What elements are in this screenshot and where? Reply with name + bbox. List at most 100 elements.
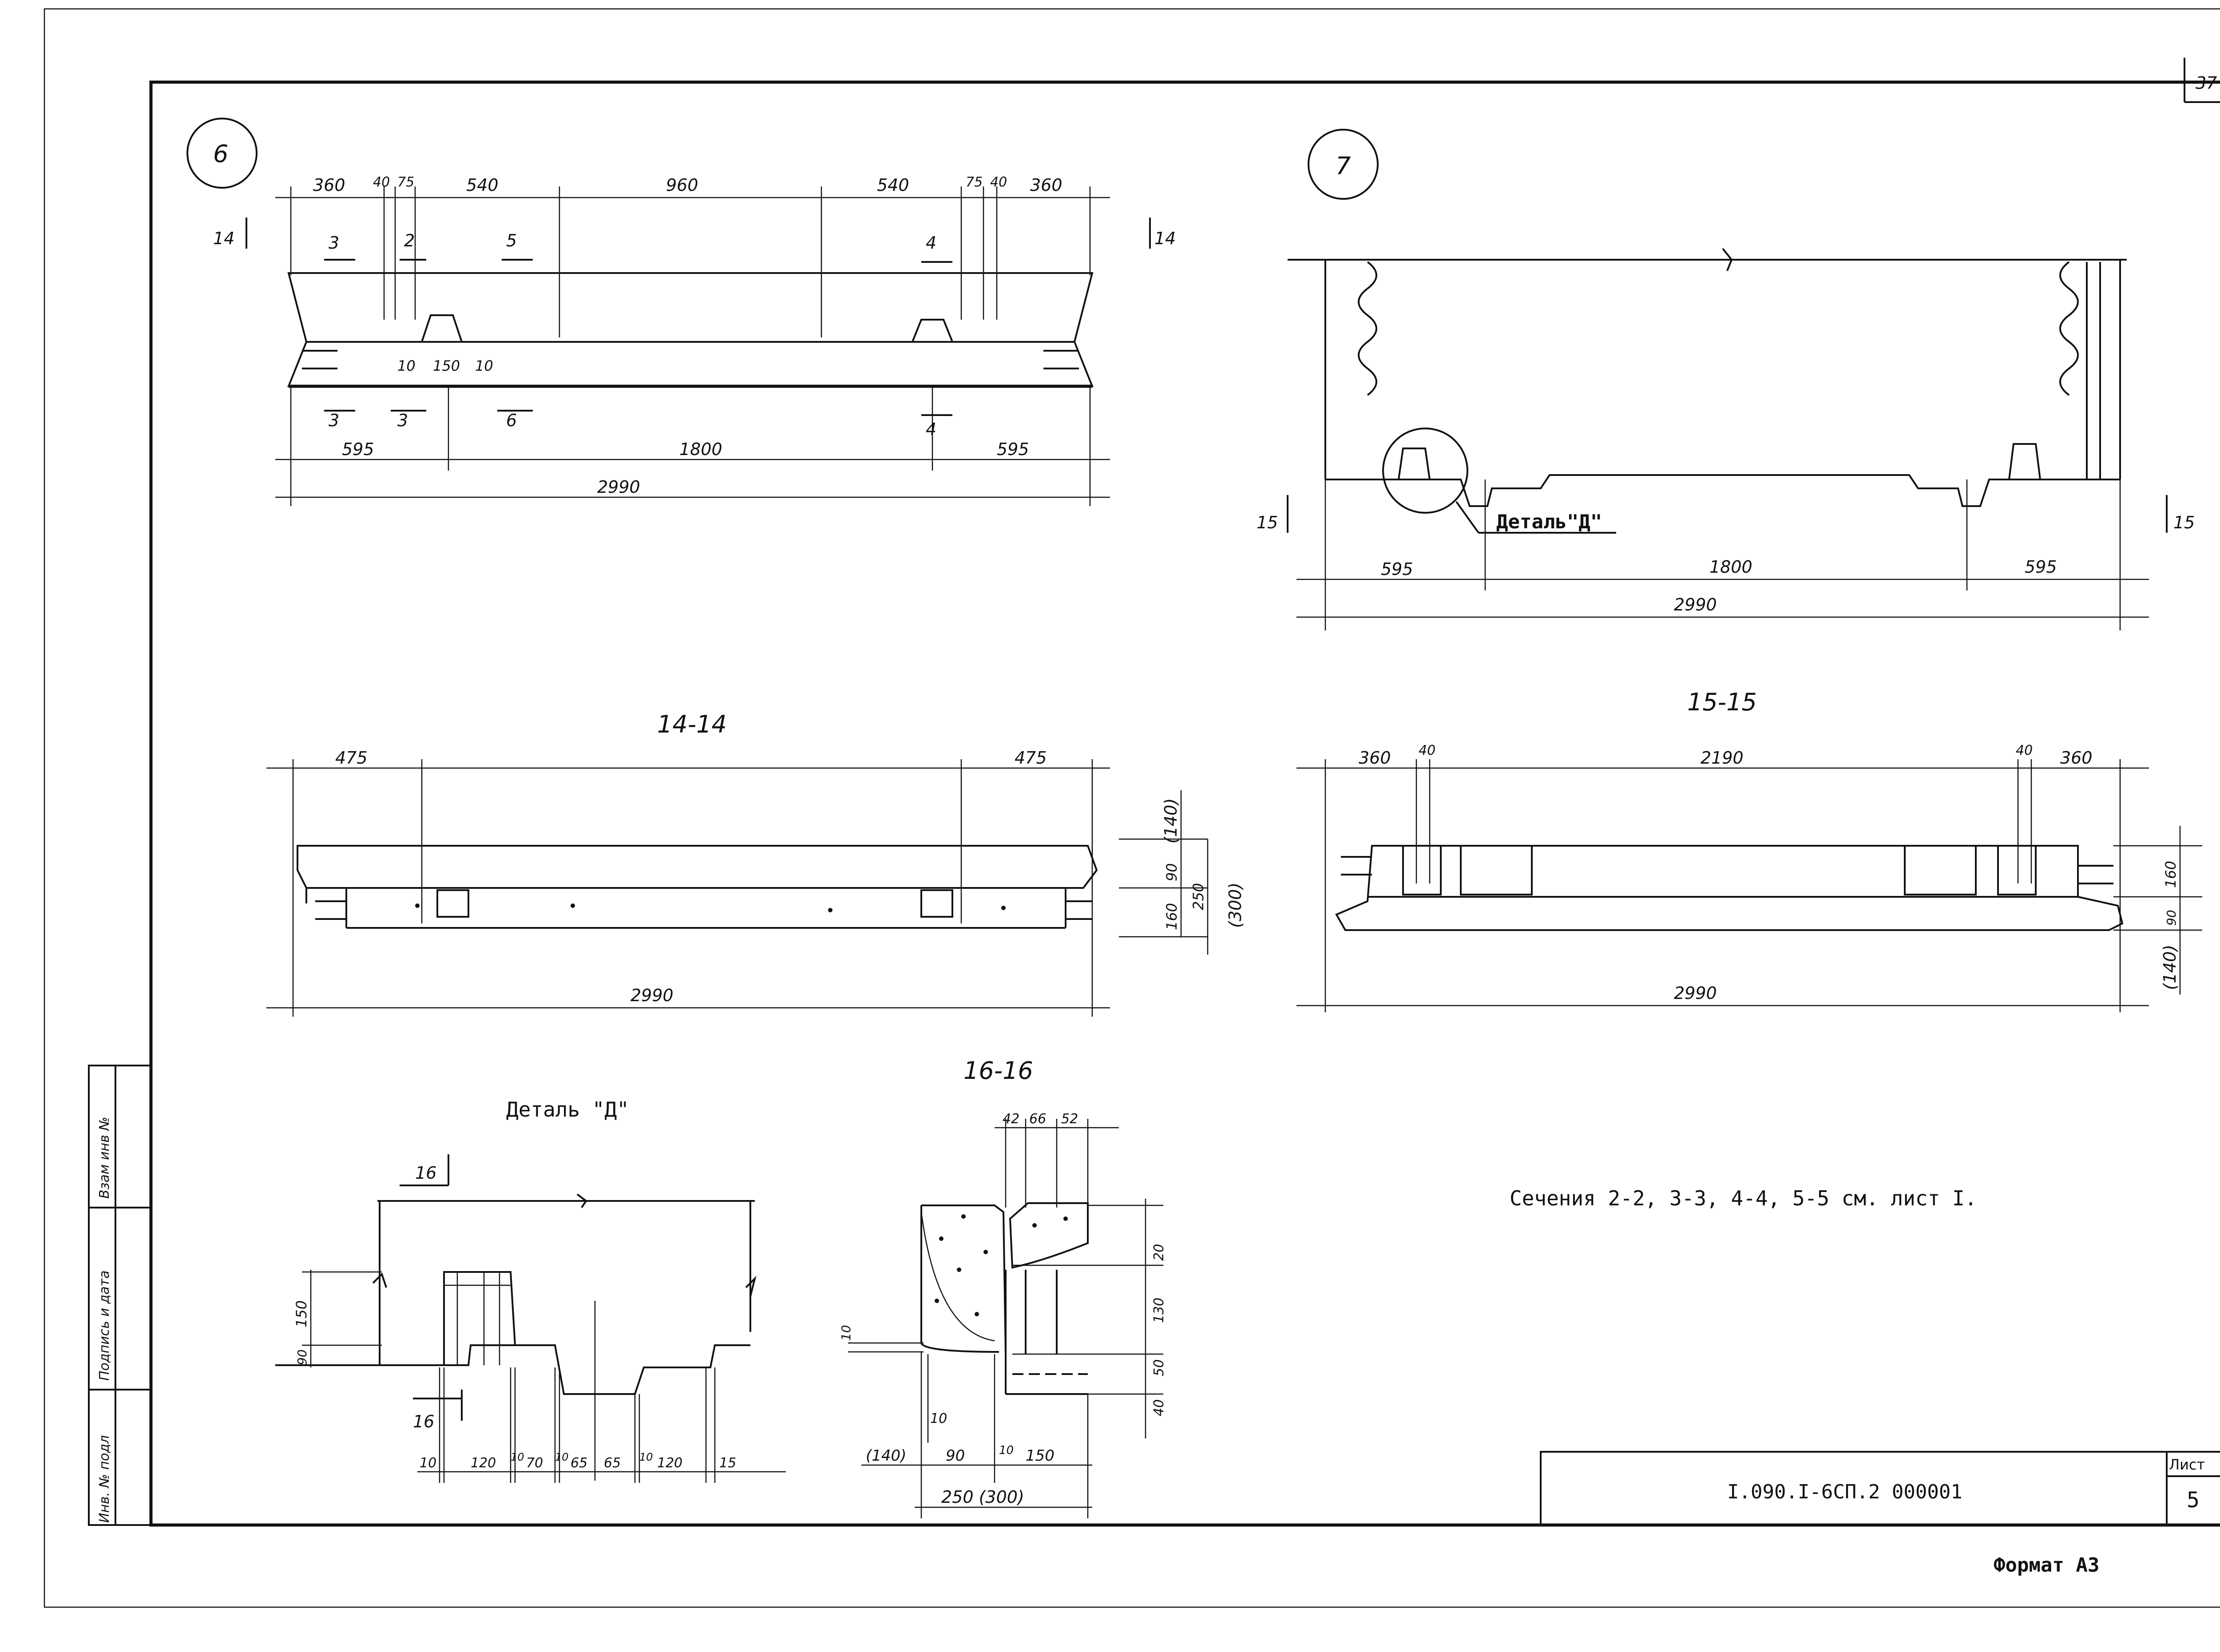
sec14-dim-90: 90 [1163,863,1180,881]
v7-lug-right [2008,443,2041,480]
v6-mark-3-top: 3 [329,233,339,253]
sec15-dim-90: 90 [2164,910,2179,926]
sec15-dim-160: 160 [2162,861,2179,888]
section-15-15: 15-15 360 40 2190 40 360 160 90 (140) 29… [1296,688,2202,1012]
detail-d-dim-65-b: 65 [604,1455,621,1471]
v6-inner-10-left: 10 [397,357,416,374]
v6-dim-75-right: 75 [966,174,983,190]
v6-dim-540-right: 540 [877,175,909,195]
view-6: 6 360 40 75 540 960 540 75 40 360 14 14 … [186,118,1176,506]
detail-d-dim-10-b: 10 [511,1451,524,1463]
stamp-inv-label: Инв. № подл [97,1435,112,1523]
v6-dim-595-left: 595 [342,440,374,459]
detail-d: Деталь "Д" 16 150 90 16 [275,1097,786,1483]
v6-dim-540-left: 540 [466,175,499,195]
sec16-dim-40: 40 [1151,1399,1167,1416]
view-7-marker-circle [1308,129,1379,200]
detail-d-mark-16-bottom: 16 [413,1412,434,1431]
v6-dim-2990: 2990 [597,477,640,497]
drawing-frame [149,80,2220,1527]
sec14-title: 14-14 [657,710,727,738]
sec16-dim-140: (140) [866,1447,906,1465]
v6-mark-3-bottom-b: 3 [397,411,408,430]
stamp-column: Инв. № подл Подпись и дата Взам инв № [88,1065,152,1526]
sec15-rib-4 [1997,845,2037,895]
sec14-dim-300: (300) [1225,883,1245,928]
sec16-dim-10-left: 10 [839,1325,853,1341]
sec16-dim-130: 130 [1151,1298,1167,1323]
detail-d-title: Деталь "Д" [506,1097,629,1121]
detail-d-mark-16-top: 16 [415,1163,436,1183]
sec14-dim-160: 160 [1163,903,1180,930]
top-sheet-number: 37 [2196,73,2217,93]
v7-dim-2990: 2990 [1674,595,1717,614]
v7-lug-left [1398,448,1431,480]
sec16-dim-20: 20 [1151,1244,1167,1261]
detail-d-dim-10-a: 10 [420,1455,436,1471]
v6-mark-14-right: 14 [1154,229,1176,248]
v7-break-line-right [2059,261,2079,396]
v6-dim-1800: 1800 [679,440,722,459]
title-block: I.090.I-6СП.2 000001 Лист 5 [1540,1451,2220,1526]
sec15-dim-360-left: 360 [1359,748,1391,768]
v6-mark-14-left: 14 [213,229,234,248]
v7-dim-1800: 1800 [1709,557,1752,577]
sec16-dim-50: 50 [1151,1359,1167,1376]
detail-d-dim-90: 90 [295,1349,309,1365]
view-7-marker: 7 [1336,152,1351,180]
detail-d-dim-15: 15 [719,1455,736,1471]
v7-break-line-left [1358,261,1377,396]
sec16-dim-10-bottom: 10 [930,1411,947,1426]
v6-inner-10-right: 10 [475,357,493,374]
v7-detail-label: Деталь"Д" [1496,511,1602,533]
stamp-sign-label: Подпись и дата [97,1271,112,1381]
detail-d-lug [443,1271,516,1365]
sheet-number: 5 [2187,1488,2200,1513]
sec15-title: 15-15 [1687,688,1757,716]
detail-d-dim-10-c: 10 [555,1451,569,1463]
v6-mark-5: 5 [506,231,517,250]
sec16-dim-52: 52 [1061,1111,1078,1127]
paper-format: Формат А3 [1994,1554,2099,1577]
sec15-rib-3 [1904,845,1977,895]
v6-dim-75-left: 75 [397,174,414,190]
detail-d-dim-150: 150 [293,1300,310,1327]
v6-dim-40-left: 40 [373,174,390,190]
v6-mark-2: 2 [404,231,415,250]
section-14-14: 14-14 475 475 (140) 90 160 250 (300) 299… [266,710,1245,1017]
v6-lifting-lug-left [421,314,463,342]
v6-mark-4-bottom: 4 [926,420,936,439]
sec14-dim-250: 250 [1190,883,1207,910]
v7-mark-15-left: 15 [1257,513,1278,532]
detail-d-dim-65-a: 65 [571,1455,587,1471]
sec16-dim-42: 42 [1003,1111,1019,1127]
view-6-marker-circle [186,118,258,189]
v7-mark-15-right: 15 [2173,513,2195,532]
sec14-rib-left [436,889,469,918]
detail-d-profile [275,1344,750,1395]
view-7: 7 Деталь"Д" 15 15 595 1800 595 2990 [1257,129,2195,630]
sec15-dim-2190: 2190 [1701,748,1744,768]
sec16-dim-90: 90 [946,1447,965,1465]
sec16-dim-66: 66 [1029,1111,1046,1127]
detail-d-dim-70: 70 [526,1455,543,1471]
detail-d-dim-120-b: 120 [657,1455,682,1471]
v6-lifting-lug-right [912,319,953,342]
sec15-rib-1 [1402,845,1442,895]
sec16-dim-150: 150 [1026,1447,1054,1465]
sections-note: Сечения 2-2, 3-3, 4-4, 5-5 см. лист I. [1510,1186,1977,1210]
sec16-left-body [920,1204,1007,1355]
v6-dim-40-right: 40 [990,174,1007,190]
sec15-dim-140: (140) [2160,945,2180,990]
section-16-16: 16-16 42 66 52 20 130 50 40 10 [839,1057,1167,1518]
sec15-dim-40-left: 40 [1419,743,1435,758]
sec16-dim-250-300: 250 (300) [941,1487,1024,1507]
outer-border [44,8,2220,1608]
sec15-dim-2990: 2990 [1674,983,1717,1003]
detail-d-dim-120-a: 120 [471,1455,496,1471]
sec14-dim-475-right: 475 [1015,748,1047,768]
v6-dim-595-right: 595 [997,440,1029,459]
sec15-dim-360-right: 360 [2060,748,2093,768]
stamp-replace-label: Взам инв № [97,1117,112,1199]
